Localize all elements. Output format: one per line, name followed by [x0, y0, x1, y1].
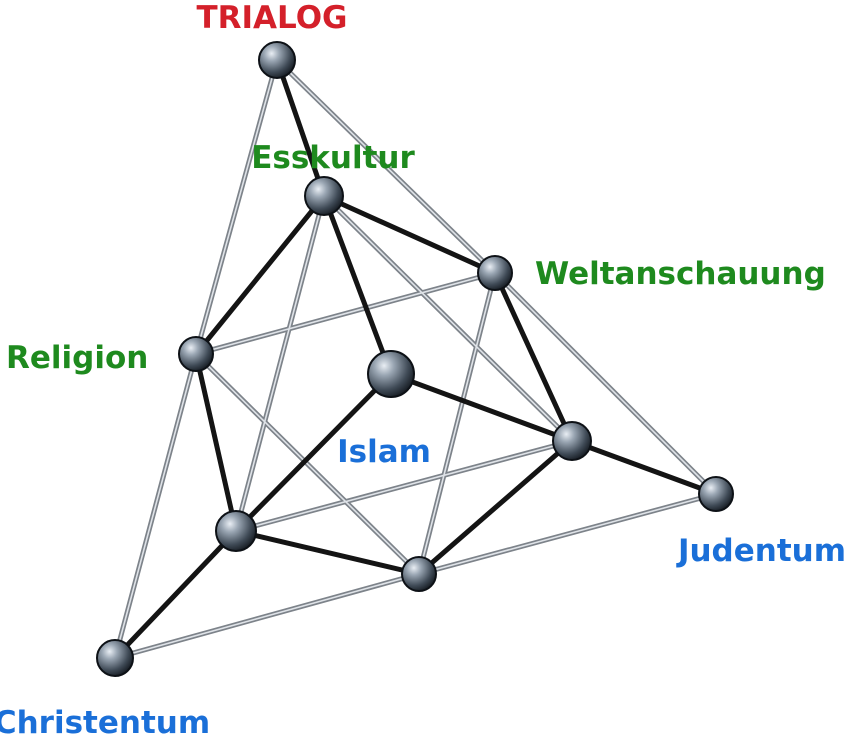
node-mid-bottom [401, 556, 437, 592]
thin-edge-highlight-group [114, 59, 717, 659]
node-judentum [698, 476, 734, 512]
node-esskultur [304, 176, 344, 216]
edge-midleft-christentum [112, 528, 239, 661]
edge-highlight [418, 272, 496, 575]
node-weltanschauung [477, 255, 513, 291]
edge-trialog-esskultur [274, 57, 327, 199]
label-trialog: TRIALOG [197, 0, 348, 36]
edge-highlight [276, 59, 496, 274]
label-esskultur: Esskultur [251, 140, 415, 176]
label-weltanschauung: Weltanschauung [535, 256, 826, 292]
label-religion: Religion [6, 340, 148, 376]
edge-highlight [195, 272, 496, 355]
label-judentum: Judentum [676, 533, 845, 569]
edge-midright-midbottom [416, 438, 575, 577]
label-christentum: Christentum [0, 705, 210, 737]
edge-islam-midright [388, 371, 575, 444]
node-christentum [96, 639, 134, 677]
edge-weltanschauung-midright [492, 270, 575, 444]
node-mid-left [215, 510, 257, 552]
node-trialog [258, 41, 296, 79]
node-religion [178, 336, 214, 372]
node-islam [367, 350, 415, 398]
edge-highlight [195, 353, 420, 575]
label-islam: Islam [337, 434, 431, 470]
edge-esskultur-weltanschauung [321, 193, 498, 276]
edge-highlight [235, 195, 325, 532]
edge-religion-midleft [193, 351, 239, 534]
edge-esskultur-religion [193, 193, 327, 357]
edge-highlight [114, 353, 197, 659]
edge-highlight [195, 59, 278, 355]
edge-highlight [418, 493, 717, 575]
edge-islam-midleft [233, 371, 394, 534]
node-group [96, 41, 734, 677]
edge-highlight [114, 573, 420, 659]
edge-esskultur-islam [321, 193, 394, 377]
edge-highlight [235, 440, 573, 532]
edge-highlight [323, 195, 573, 442]
edge-midright-judentum [569, 438, 719, 497]
edge-midleft-midbottom [233, 528, 422, 577]
thick-edge-group [112, 57, 719, 661]
edge-highlight [494, 272, 717, 495]
node-mid-right [552, 421, 592, 461]
